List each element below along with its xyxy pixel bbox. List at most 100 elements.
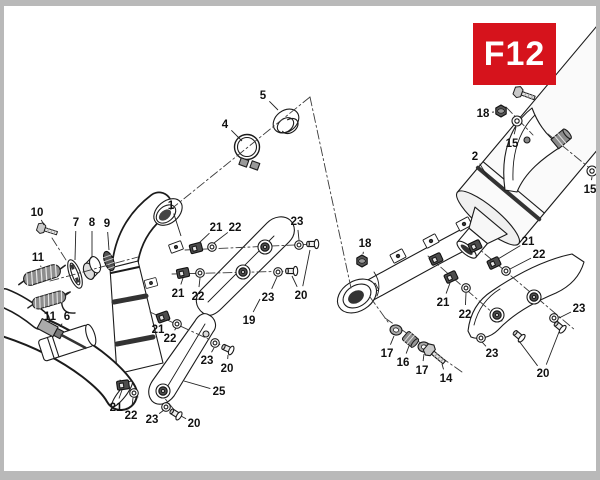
screw-20	[285, 265, 299, 277]
nut-18	[356, 254, 368, 268]
screw-20	[306, 238, 320, 250]
screw-20	[219, 341, 236, 357]
rubber-mount-21	[175, 266, 191, 280]
callout-25: 25	[213, 386, 226, 398]
callout-leader-23	[271, 276, 278, 289]
rubber-mount-21	[443, 269, 459, 285]
callout-20: 20	[188, 418, 201, 430]
callout-17: 17	[381, 348, 394, 360]
pipe-bracket	[143, 277, 159, 289]
callout-leader-16	[405, 345, 410, 354]
callout-23: 23	[262, 292, 275, 304]
callout-leader-21	[180, 277, 184, 285]
callout-11: 11	[32, 252, 45, 264]
callout-9: 9	[104, 218, 110, 230]
callout-22: 22	[164, 333, 177, 345]
callout-14: 14	[440, 373, 453, 385]
catalytic-converter-part	[109, 260, 164, 375]
page-code-label: F12	[483, 34, 546, 73]
callout-6: 6	[64, 311, 70, 323]
callout-leader-15	[591, 176, 593, 181]
callout-22: 22	[125, 410, 138, 422]
callout-20: 20	[537, 368, 550, 380]
callout-15: 15	[506, 138, 519, 150]
spacer-17	[388, 323, 404, 337]
callout-leader-23	[558, 311, 572, 319]
callout-21: 21	[172, 288, 185, 300]
callout-21: 21	[522, 236, 535, 248]
callout-leader-10	[40, 219, 45, 226]
callout-leader-20	[180, 415, 187, 420]
callout-leader-2	[479, 163, 490, 180]
sleeve-5	[272, 108, 300, 135]
page-code-badge: F12	[473, 23, 556, 85]
washer-22	[501, 266, 511, 276]
callout-leader-6	[59, 323, 63, 328]
callout-leader-15	[513, 126, 517, 135]
callout-leader-17	[390, 335, 395, 345]
callout-15: 15	[584, 184, 596, 196]
callout-leader-9	[107, 231, 110, 251]
callout-21: 21	[210, 222, 223, 234]
callout-8: 8	[89, 217, 96, 229]
exploded-diagram-svg: 1245678910111114151516171718181920202020…	[4, 6, 596, 430]
callout-leader-21	[198, 232, 210, 244]
screw-20	[510, 327, 527, 344]
callout-leader-20	[302, 249, 311, 287]
washer-15	[586, 165, 596, 177]
washer-15	[511, 115, 523, 127]
callout-18: 18	[477, 108, 490, 120]
rubber-mount-21	[155, 310, 171, 324]
washer-23	[161, 402, 171, 412]
callout-23: 23	[201, 355, 214, 367]
callout-leader-7	[74, 230, 77, 261]
callout-leader-22	[213, 232, 229, 244]
bolt-10	[35, 221, 60, 239]
washer-23	[294, 240, 304, 250]
washer-22	[129, 388, 139, 398]
muffler-bolt	[511, 84, 538, 104]
callout-leader-22	[174, 327, 177, 331]
callout-21: 21	[152, 324, 165, 336]
callout-20: 20	[221, 363, 234, 375]
callout-18: 18	[359, 238, 372, 250]
washer-23	[476, 333, 486, 343]
callout-leader-17	[422, 353, 425, 362]
slip-joint-part	[38, 323, 97, 362]
callout-23: 23	[291, 216, 304, 228]
callout-leader-22	[131, 397, 134, 407]
spring-11	[15, 260, 69, 290]
rubber-mount-21	[115, 379, 131, 391]
mount-boss	[489, 307, 505, 323]
bushing-8	[82, 256, 102, 280]
callout-11: 11	[44, 311, 57, 323]
rubber-mount-21	[188, 241, 204, 255]
callout-21: 21	[110, 402, 123, 414]
oxygen-sensor-part	[36, 318, 87, 350]
callout-leader-22	[464, 292, 467, 306]
muffler-spacer	[550, 128, 572, 150]
callout-leader-25	[183, 380, 211, 389]
callout-10: 10	[31, 207, 44, 219]
callout-5: 5	[260, 90, 267, 102]
mount-boss	[155, 383, 171, 399]
callout-leader-23	[297, 229, 300, 241]
callout-leader-19	[252, 298, 261, 313]
link-pipe-part	[336, 216, 478, 314]
callout-leader-22	[198, 277, 201, 288]
washer-22	[195, 268, 205, 278]
washer-23	[273, 267, 283, 277]
muffler-bracket-fin	[503, 107, 563, 193]
callout-17: 17	[416, 365, 429, 377]
mount-boss	[235, 264, 251, 280]
callout-leader-23	[158, 409, 165, 414]
nut-18	[495, 104, 507, 118]
callout-leader-23	[211, 347, 215, 353]
callout-leader-20	[518, 340, 538, 367]
callout-leader-5	[269, 101, 279, 111]
washer-22	[207, 242, 217, 252]
callout-20: 20	[295, 290, 308, 302]
callout-7: 7	[73, 217, 79, 229]
washer-23	[210, 338, 220, 348]
